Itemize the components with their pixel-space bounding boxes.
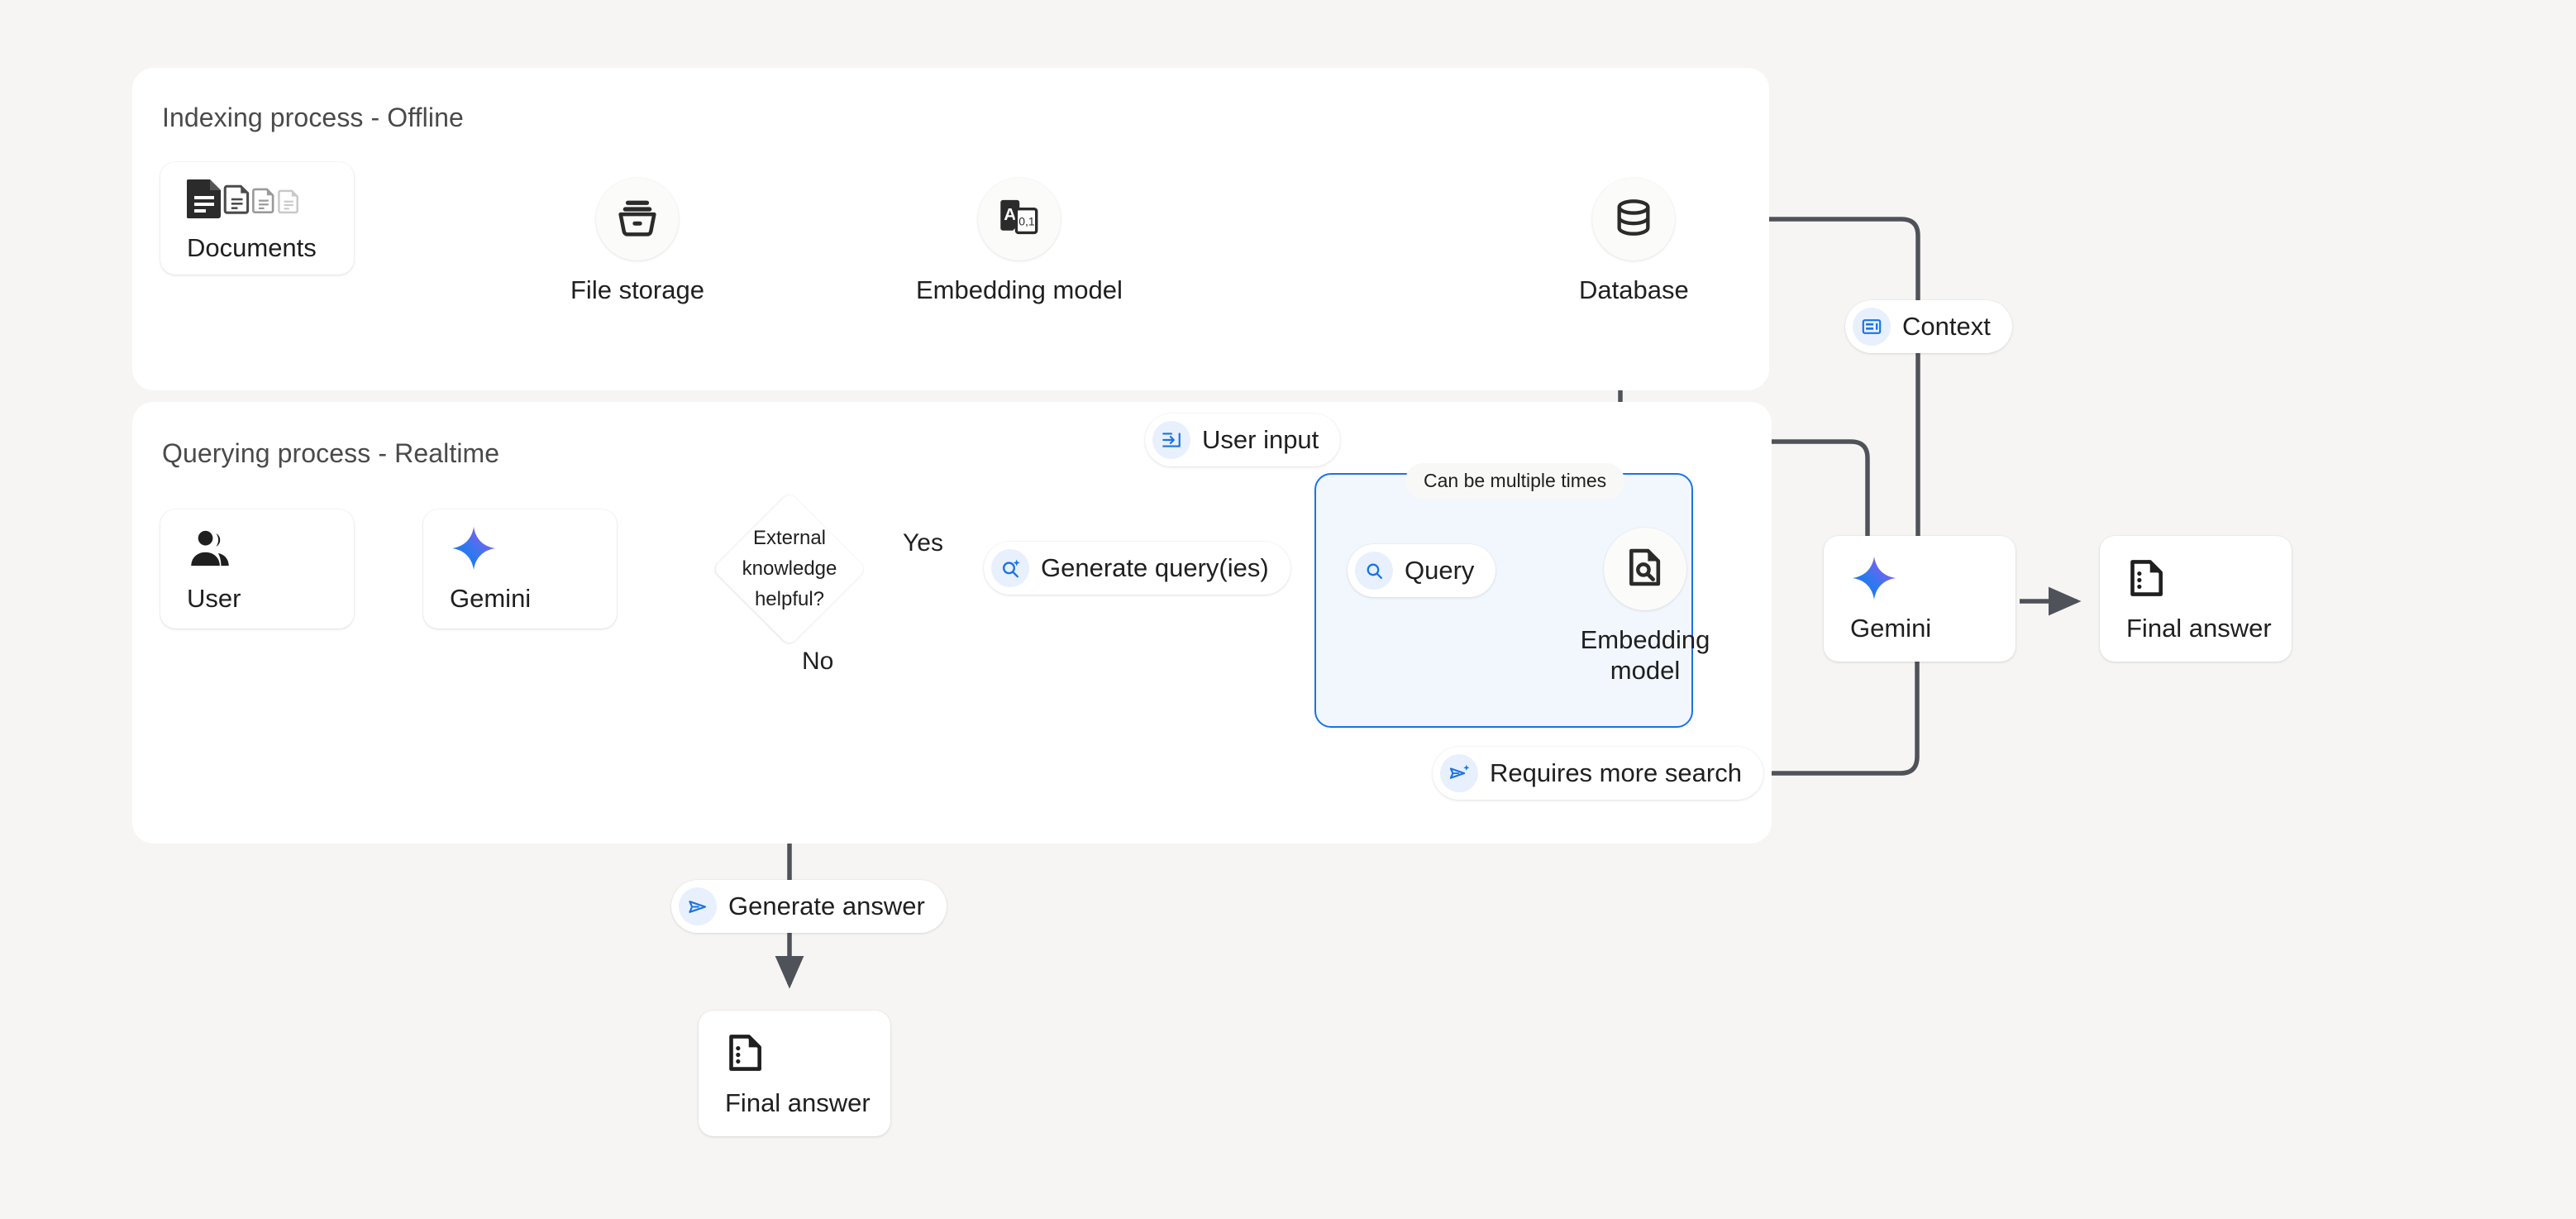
- chip-generate-answer[interactable]: Generate answer: [671, 880, 947, 933]
- answer-document-icon: [2126, 554, 2292, 602]
- chip-query-label: Query: [1405, 556, 1475, 585]
- chip-context[interactable]: Context: [1845, 300, 2012, 353]
- indexing-panel-title: Indexing process - Offline: [162, 103, 464, 132]
- file-storage-circle: [595, 178, 679, 261]
- gemini-sparkle-icon: [450, 524, 617, 572]
- node-embedding-model-query-label: Embedding model: [1580, 625, 1710, 685]
- node-file-storage-label: File storage: [570, 275, 704, 304]
- chip-context-label: Context: [1902, 312, 1991, 341]
- chip-user-input-label: User input: [1202, 425, 1319, 454]
- file-storage-icon: [616, 196, 659, 243]
- document-search-icon: [1624, 547, 1666, 592]
- answer-document-icon: [725, 1029, 890, 1077]
- svg-text:0,1: 0,1: [1018, 214, 1035, 227]
- node-decision-external-knowledge[interactable]: External knowledge helpful?: [712, 491, 867, 647]
- node-gemini-right-label: Gemini: [1850, 614, 1932, 643]
- decision-label: External knowledge helpful?: [742, 527, 837, 611]
- node-database-label: Database: [1579, 275, 1689, 304]
- node-final-answer-right[interactable]: Final answer: [2100, 536, 2292, 662]
- node-file-storage[interactable]: File storage: [570, 178, 704, 305]
- node-final-answer-bottom-label: Final answer: [725, 1088, 871, 1117]
- chip-query[interactable]: Query: [1348, 544, 1496, 597]
- node-database[interactable]: Database: [1579, 178, 1689, 305]
- node-user-label: User: [187, 584, 241, 613]
- search-sparkle-icon: [991, 549, 1029, 587]
- node-gemini-left-label: Gemini: [450, 584, 532, 613]
- querying-panel-title: Querying process - Realtime: [162, 438, 500, 468]
- embedding-model-query-circle: [1604, 528, 1686, 610]
- svg-text:A: A: [1004, 205, 1016, 224]
- user-icon: [187, 524, 354, 572]
- node-gemini-left[interactable]: Gemini: [423, 509, 617, 629]
- documents-icon: [187, 174, 354, 222]
- node-embedding-model-indexing-label: Embedding model: [916, 275, 1123, 304]
- search-icon: [1355, 552, 1393, 590]
- node-final-answer-bottom[interactable]: Final answer: [699, 1011, 890, 1136]
- send-sparkle-icon: [1440, 754, 1478, 792]
- node-documents[interactable]: Documents: [160, 162, 354, 275]
- node-user[interactable]: User: [160, 509, 354, 629]
- node-documents-label: Documents: [187, 233, 317, 262]
- indexing-panel: [132, 68, 1769, 390]
- input-icon: [1152, 421, 1190, 459]
- chip-generate-queries-label: Generate query(ies): [1041, 553, 1269, 582]
- context-icon: [1853, 308, 1891, 346]
- database-circle: [1592, 178, 1676, 261]
- chip-generate-answer-label: Generate answer: [728, 892, 925, 920]
- edge-label-yes: Yes: [903, 529, 943, 557]
- chip-requires-more-search[interactable]: Requires more search: [1433, 747, 1763, 800]
- embedding-model-circle: A 0,1: [977, 178, 1061, 261]
- node-embedding-model-indexing[interactable]: A 0,1 Embedding model: [916, 178, 1123, 305]
- gemini-sparkle-icon: [1850, 554, 2015, 602]
- chip-requires-more-search-label: Requires more search: [1490, 758, 1742, 787]
- chip-generate-queries[interactable]: Generate query(ies): [984, 542, 1290, 595]
- node-final-answer-right-label: Final answer: [2126, 614, 2272, 643]
- embedding-model-icon: A 0,1: [997, 195, 1042, 244]
- edge-label-no: No: [802, 648, 834, 675]
- node-gemini-right[interactable]: Gemini: [1824, 536, 2015, 662]
- send-icon: [679, 887, 717, 925]
- chip-user-input[interactable]: User input: [1145, 414, 1341, 466]
- loop-note-label: Can be multiple times: [1405, 463, 1625, 499]
- node-embedding-model-query[interactable]: Embedding model: [1575, 528, 1715, 686]
- database-icon: [1612, 196, 1655, 243]
